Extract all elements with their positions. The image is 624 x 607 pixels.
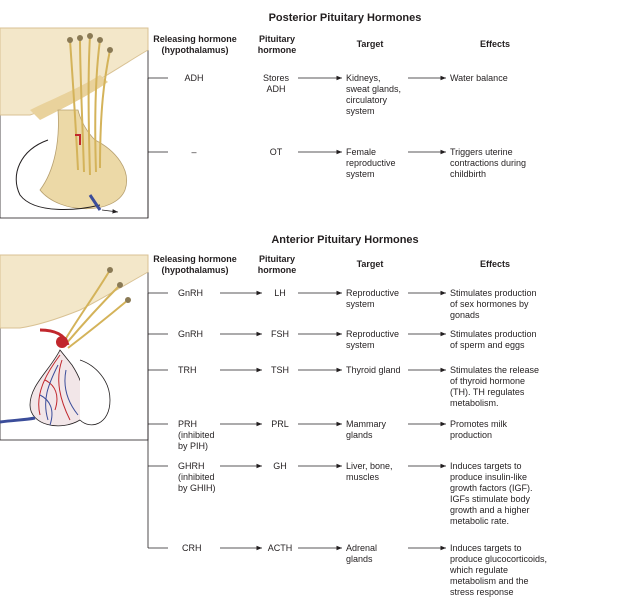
posterior-row-1-releasing: ADH xyxy=(184,73,204,83)
anterior-header-target: Target xyxy=(356,259,384,269)
posterior-row-2-releasing: – xyxy=(191,147,197,157)
anterior-header-releasing: Releasing hormone (hypothalamus) xyxy=(153,254,237,275)
anterior-row-3-releasing: TRH xyxy=(178,365,197,375)
anterior-row-6-target: Adrenal glands xyxy=(346,543,378,564)
posterior-row-1-pituitary: Stores ADH xyxy=(262,73,289,94)
anterior-row-6-releasing: CRH xyxy=(182,543,202,553)
anterior-row-3-pituitary: TSH xyxy=(271,365,289,375)
anterior-row-1-pituitary: LH xyxy=(274,288,286,298)
anterior-row-4-effects: Promotes milk production xyxy=(450,419,508,440)
anterior-row-1-target: Reproductive system xyxy=(346,288,400,309)
posterior-header-releasing: Releasing hormone (hypothalamus) xyxy=(153,34,237,55)
anterior-row-3-target: Thyroid gland xyxy=(346,365,401,375)
anterior-row-4-pituitary: PRL xyxy=(271,419,289,429)
anterior-row-1-releasing: GnRH xyxy=(178,288,204,298)
anterior-row-1-effects: Stimulates production of sex hormones by… xyxy=(450,288,537,320)
anterior-row-3-effects: Stimulates the release of thyroid hormon… xyxy=(450,365,540,408)
anterior-row-5-effects: Induces targets to produce insulin-like … xyxy=(450,461,533,526)
anterior-row-2-pituitary: FSH xyxy=(271,329,289,339)
posterior-row-2-target: Female reproductive system xyxy=(346,147,396,179)
posterior-row-1-effects: Water balance xyxy=(450,73,508,83)
posterior-header-effects: Effects xyxy=(479,39,510,49)
posterior-header-pituitary: Pituitary hormone xyxy=(257,34,297,55)
anterior-title: Anterior Pituitary Hormones xyxy=(271,234,419,246)
anterior-header-effects: Effects xyxy=(479,259,510,269)
anterior-row-2-effects: Stimulates production of sperm and eggs xyxy=(450,329,537,350)
anterior-pituitary-illustration xyxy=(0,254,149,441)
posterior-pituitary-illustration xyxy=(0,27,149,219)
anterior-row-2-target: Reproductive system xyxy=(346,329,400,350)
posterior-title: Posterior Pituitary Hormones xyxy=(268,12,422,24)
anterior-header-pituitary: Pituitary hormone xyxy=(257,254,297,275)
posterior-row-1-target: Kidneys, sweat glands, circulatory syste… xyxy=(346,73,402,116)
posterior-header-target: Target xyxy=(356,39,384,49)
anterior-row-5-target: Liver, bone, muscles xyxy=(346,461,393,482)
anterior-row-4-releasing: PRH (inhibited by PIH) xyxy=(178,419,215,451)
anterior-row-5-pituitary: GH xyxy=(273,461,287,471)
posterior-connectors xyxy=(147,75,446,218)
posterior-row-2-pituitary: OT xyxy=(269,147,283,157)
anterior-row-4-target: Mammary glands xyxy=(346,419,386,440)
anterior-row-5-releasing: GHRH (inhibited by GHIH) xyxy=(178,461,216,493)
anterior-connectors xyxy=(147,290,446,551)
anterior-row-6-effects: Induces targets to produce glucocorticoi… xyxy=(450,543,548,597)
anterior-row-6-pituitary: ACTH xyxy=(267,543,293,553)
posterior-row-2-effects: Triggers uterine contractions during chi… xyxy=(450,147,527,179)
anterior-row-2-releasing: GnRH xyxy=(178,329,204,339)
